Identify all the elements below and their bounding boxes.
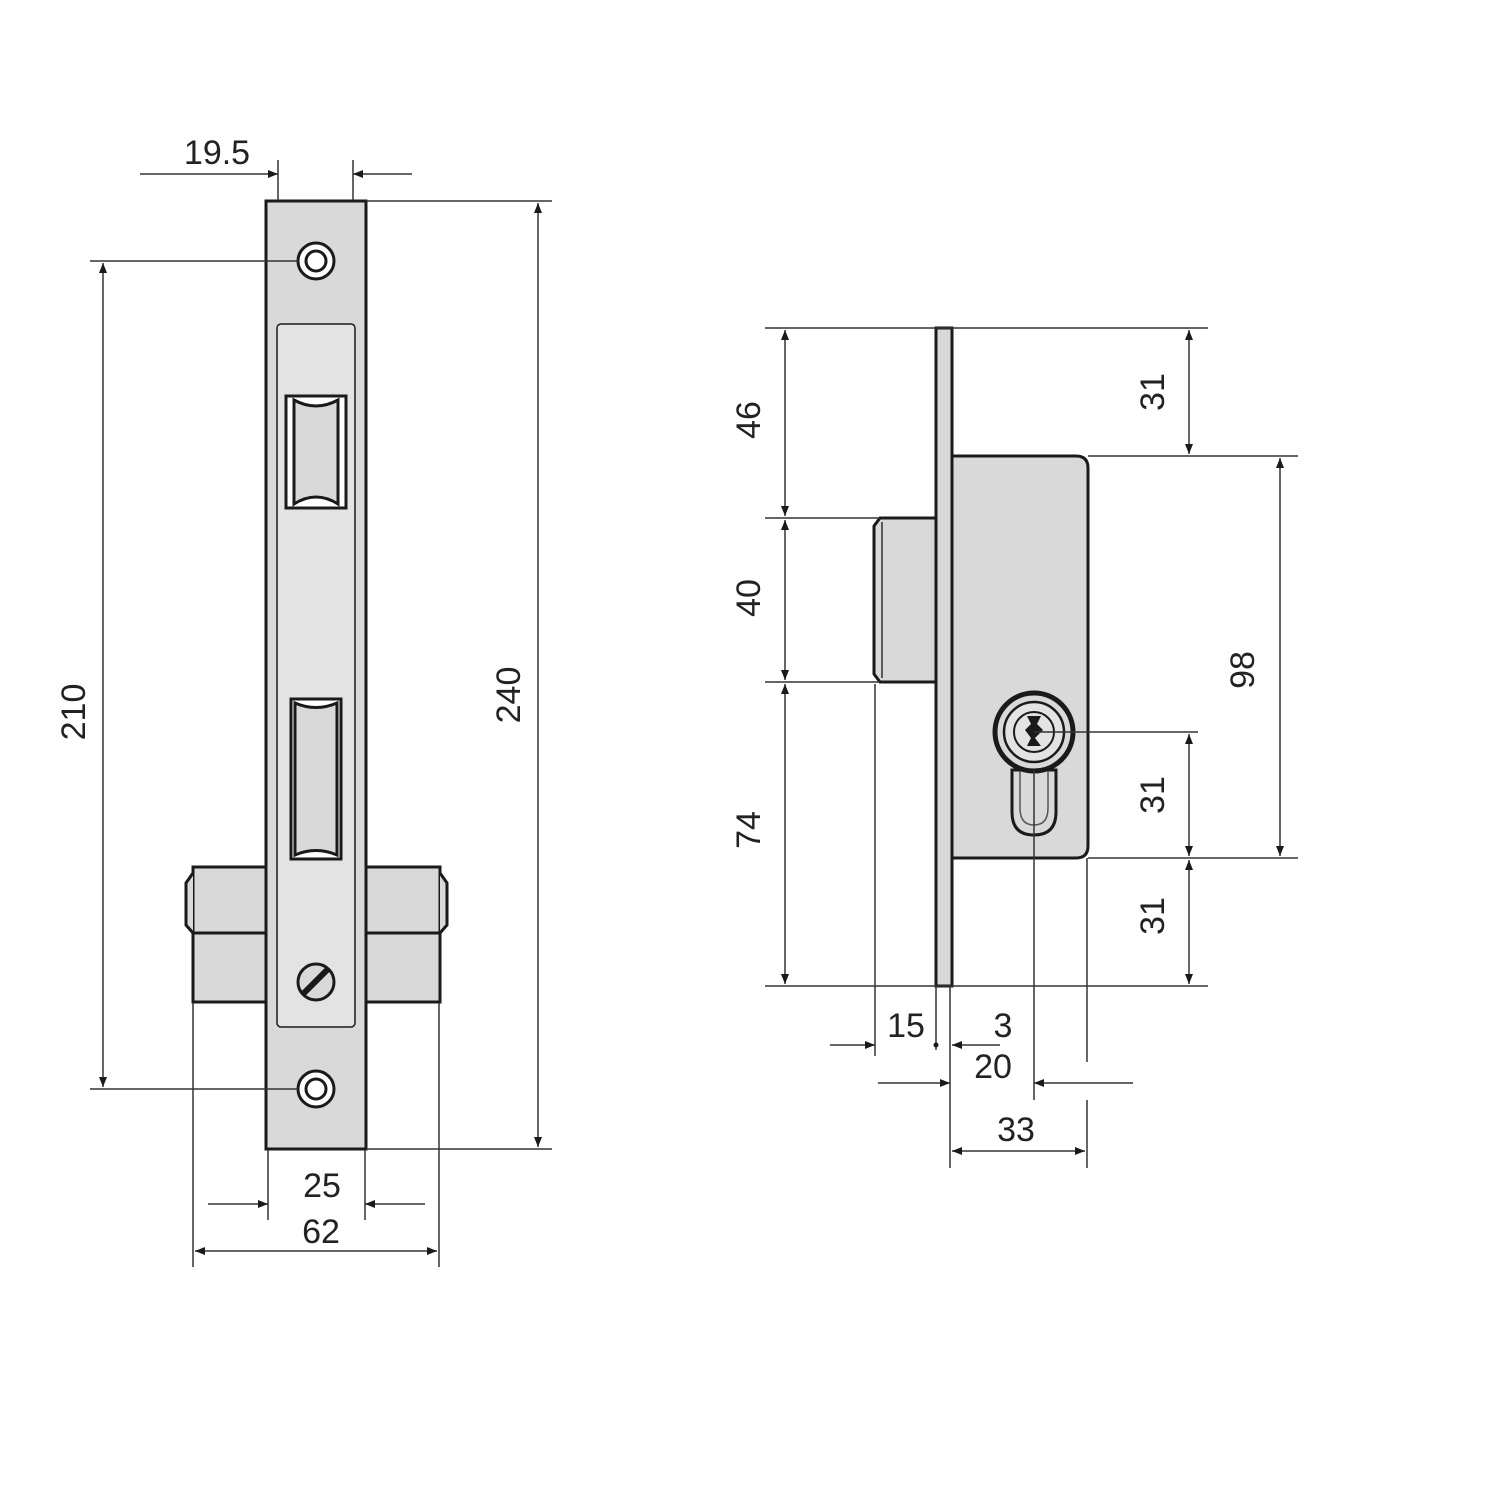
dimension-cylinder-offset: 31 [1034, 731, 1198, 856]
front-view: 19.5 210 240 25 62 [55, 134, 552, 1267]
dimension-case-height: 98 [1088, 458, 1298, 859]
dim-label-31-top: 31 [1134, 373, 1172, 411]
dim-label-31-bottom: 31 [1134, 897, 1172, 935]
dimension-total-height: 240 [366, 200, 552, 1150]
dimension-bolt-projection: 15 [830, 684, 937, 1056]
dim-label-15: 15 [887, 1007, 925, 1045]
latch-opening [284, 394, 348, 510]
dimension-top-offset: 46 [730, 327, 1208, 519]
dim-label-98: 98 [1224, 651, 1262, 689]
dim-label-40: 40 [730, 579, 768, 617]
dimension-bottom-offset: 74 [730, 684, 1208, 987]
dimension-backset: 20 [878, 770, 1133, 1168]
dimension-screw-spacing: 210 [55, 260, 298, 1090]
side-view: 46 40 74 31 98 31 31 [730, 326, 1298, 1168]
slotted-screw-icon [296, 962, 336, 1002]
dim-label-210: 210 [55, 684, 93, 741]
dim-label-25: 25 [303, 1167, 341, 1205]
dimension-case-depth: 33 [952, 858, 1088, 1168]
dimension-bolt-height: 40 [730, 520, 880, 683]
dim-label-46: 46 [730, 401, 768, 439]
dimension-case-bottom-gap: 31 [1134, 860, 1193, 984]
dim-label-20: 20 [974, 1048, 1012, 1086]
dimension-overall-width: 62 [192, 1003, 440, 1267]
lock-body-sides [184, 865, 449, 1004]
screw-hole-icon [296, 1069, 336, 1109]
dim-label-19-5: 19.5 [184, 134, 250, 172]
dim-label-33: 33 [997, 1111, 1035, 1149]
dim-label-62: 62 [302, 1213, 340, 1251]
dim-label-74: 74 [730, 811, 768, 849]
bolt-opening [289, 697, 343, 861]
dim-label-240: 240 [490, 667, 528, 724]
bolt [872, 516, 938, 684]
dim-label-3: 3 [994, 1007, 1013, 1045]
dimension-plate-thickness: 3 [933, 1007, 1013, 1049]
dimension-body-width: 25 [208, 1150, 425, 1220]
faceplate-edge [934, 326, 954, 988]
dimension-case-top-gap: 31 [1088, 330, 1298, 457]
dimension-faceplate-width: 19.5 [140, 134, 412, 200]
dim-label-31-middle: 31 [1134, 776, 1172, 814]
screw-hole-icon [296, 241, 336, 281]
